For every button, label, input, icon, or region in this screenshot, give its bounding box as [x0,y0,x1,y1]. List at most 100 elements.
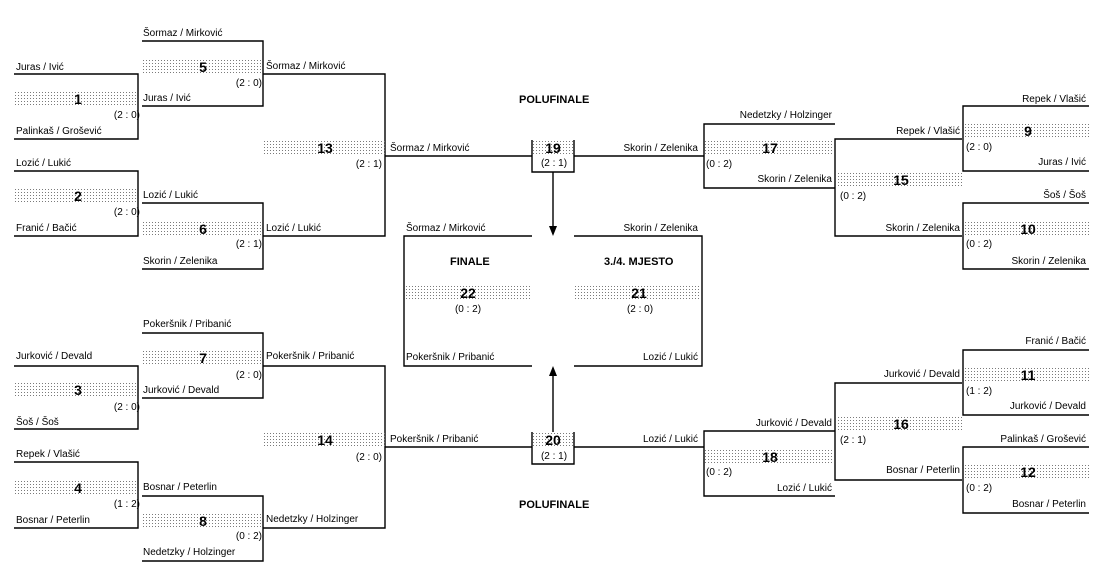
match-box [532,140,574,156]
team-label: Repek / Vlašić [896,126,960,137]
team-label: Nedetzky / Holzinger [739,110,832,121]
team-label: Jurković / Devald [883,369,960,380]
team-label: Bosnar / Peterlin [886,465,960,476]
match-number: 15 [893,172,909,188]
match-score: (0 : 2) [706,467,733,478]
bracket-line [962,105,1089,172]
team-label: Repek / Vlašić [1022,94,1086,105]
team-label: Juras / Ivić [143,93,191,104]
match-box [964,221,1089,237]
arrow-up-icon [549,366,557,376]
team-label: Skorin / Zelenika [757,174,832,185]
bracket-line [834,138,962,237]
match-score: (2 : 1) [540,158,568,169]
match-score: (1 : 2) [966,386,993,397]
bracket-line [834,382,962,481]
match-box [14,382,138,398]
team-label: Šoš / Šoš [1043,190,1086,201]
match-box [964,464,1089,480]
match-number: 7 [199,350,207,366]
team-label: Pokeršnik / Pribanić [266,351,355,362]
team-label: Franić / Bačić [16,223,77,234]
team-label: Bosnar / Peterlin [16,515,90,526]
match-box [532,432,574,448]
bracket-line [962,349,1089,416]
bracket-line [403,235,532,367]
match-number: 19 [545,140,561,156]
team-label: Lozić / Lukić [143,190,199,201]
match-score: (1 : 2) [113,499,140,510]
match-box [142,221,263,237]
match-box [142,350,263,366]
match-score: (0 : 2) [840,191,867,202]
team-label: Jurković / Devald [16,351,93,362]
match-score: (2 : 1) [540,451,568,462]
final-heading: FINALE [450,256,490,268]
match-score: (0 : 2) [454,304,482,315]
match-box [142,59,263,75]
match-score: (2 : 1) [840,435,867,446]
bracket-line [703,123,835,189]
match-box [263,140,385,156]
semifinal-bottom-heading: POLUFINALE [519,499,590,511]
match-box [964,123,1089,139]
match-number: 21 [631,285,647,301]
bracket-line [14,365,139,430]
match-number: 8 [199,513,207,529]
match-box [14,480,138,496]
match-number: 6 [199,221,207,237]
match-box [837,416,962,432]
match-number: 4 [74,480,82,496]
match-number: 11 [1020,367,1036,383]
team-label: Jurković / Devald [1009,401,1086,412]
match-number: 2 [74,188,82,204]
bracket-line [962,446,1089,514]
team-label: Skorin / Zelenika [1011,256,1086,267]
match-number: 17 [762,140,778,156]
team-label: Lozić / Lukić [642,434,698,445]
match-box [263,432,385,448]
match-score: (0 : 2) [966,239,993,250]
team-label: Nedetzky / Holzinger [143,547,236,558]
semifinal-top-heading: POLUFINALE [519,94,590,106]
match-box [14,91,138,107]
team-label: Skorin / Zelenika [143,256,218,267]
match-number: 3 [74,382,82,398]
team-label: Juras / Ivić [1038,157,1086,168]
team-label: Skorin / Zelenika [885,223,960,234]
team-label: Skorin / Zelenika [623,143,698,154]
team-label: Šoš / Šoš [16,417,59,428]
team-label: Pokeršnik / Pribanić [406,352,495,363]
match-number: 16 [893,416,909,432]
team-label: Pokeršnik / Pribanić [143,319,232,330]
match-number: 20 [545,432,561,448]
match-box [837,172,962,188]
match-box [14,188,138,204]
match-number: 14 [317,432,333,448]
match-score: (2 : 0) [235,370,262,381]
team-label: Lozić / Lukić [16,158,72,169]
team-label: Repek / Vlašić [16,449,80,460]
team-label: Lozić / Lukić [642,352,698,363]
team-label: Šormaz / Mirković [143,28,223,39]
team-label: Bosnar / Peterlin [143,482,217,493]
team-label: Nedetzky / Holzinger [266,514,359,525]
team-label: Jurković / Devald [143,385,220,396]
team-label: Palinkaš / Grošević [1000,434,1086,445]
team-label: Lozić / Lukić [776,483,832,494]
match-score: (2 : 0) [966,142,993,153]
match-score: (2 : 1) [355,159,382,170]
match-number: 10 [1020,221,1036,237]
team-label: Skorin / Zelenika [623,223,698,234]
match-box [142,513,263,529]
match-number: 12 [1020,464,1036,480]
match-box [704,449,834,465]
bracket-line [574,235,703,367]
bracket-line [531,432,575,465]
match-score: (0 : 2) [235,531,262,542]
team-label: Pokeršnik / Pribanić [390,434,479,445]
team-label: Lozić / Lukić [266,223,322,234]
match-number: 5 [199,59,207,75]
team-label: Šormaz / Mirković [390,143,470,154]
